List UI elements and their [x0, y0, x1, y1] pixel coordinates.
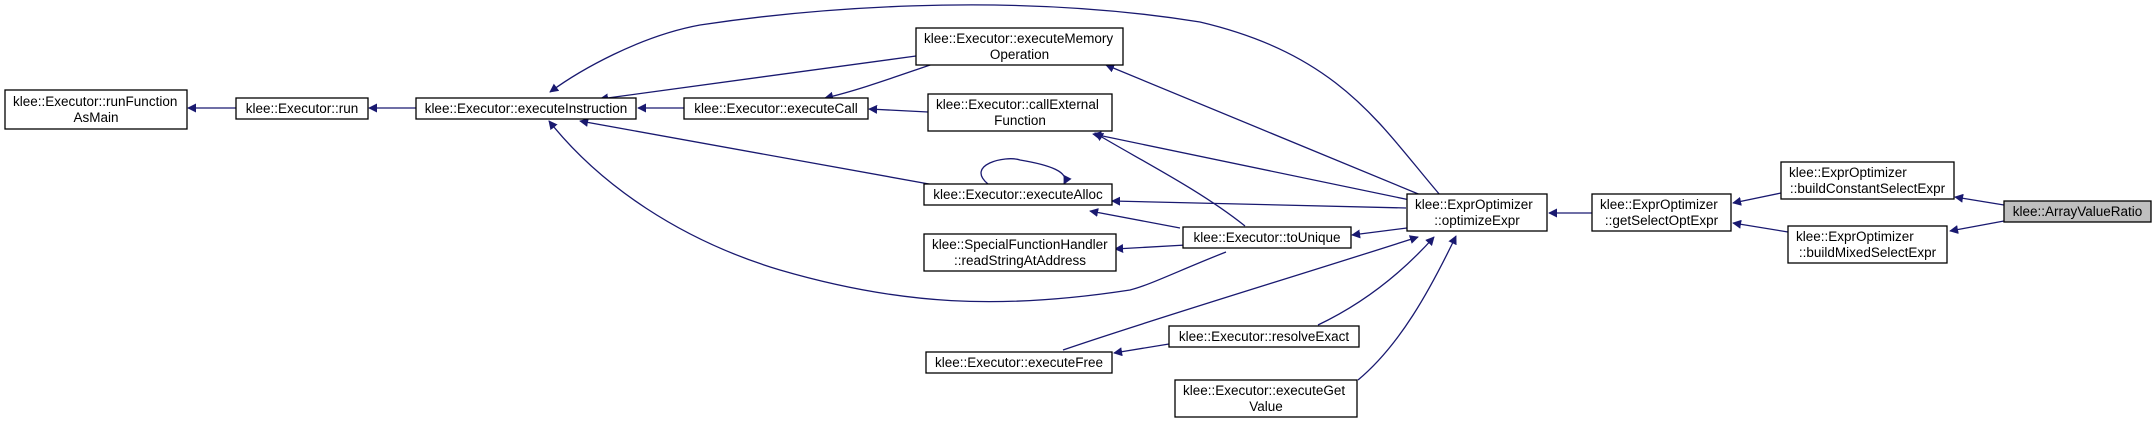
edge-resolveexact-executefree — [1113, 343, 1170, 357]
node-runfunctionasmain-label-line1: klee::Executor::runFunction — [13, 94, 177, 109]
edge-optimizeexpr-executegetvalue — [1357, 235, 1457, 381]
edge-optimizeexpr-executealloc — [1111, 196, 1407, 209]
node-executememoryoperation-label-line1: klee::Executor::executeMemory — [924, 31, 1113, 46]
node-executealloc[interactable]: klee::Executor::executeAlloc — [923, 183, 1113, 206]
node-readstringataddress-label-line1: klee::SpecialFunctionHandler — [932, 237, 1108, 252]
edge-tounique-callexternalfunction — [1094, 132, 1246, 227]
node-tounique-label: klee::Executor::toUnique — [1193, 230, 1340, 245]
edge-executealloc-self — [980, 158, 1072, 185]
edge-executememoryoperation-executeinstruction — [599, 55, 917, 103]
edge-arrayvalueratio-buildmixedselectexpr — [1949, 220, 2005, 234]
node-callexternalfunction-label-line2: Function — [994, 113, 1046, 128]
node-optimizeexpr[interactable]: klee::ExprOptimizer ::optimizeExpr — [1406, 193, 1548, 232]
edge-buildconstant-getselectoptexpr — [1732, 192, 1782, 206]
node-tounique[interactable]: klee::Executor::toUnique — [1182, 226, 1352, 249]
node-optimizeexpr-label-line1: klee::ExprOptimizer — [1415, 197, 1533, 212]
node-executememoryoperation-label-line2: Operation — [990, 47, 1049, 62]
node-executememoryoperation[interactable]: klee::Executor::executeMemory Operation — [915, 27, 1124, 66]
node-buildmixedselectexpr[interactable]: klee::ExprOptimizer ::buildMixedSelectEx… — [1787, 225, 1948, 264]
node-executegetvalue[interactable]: klee::Executor::executeGet Value — [1174, 379, 1358, 418]
edge-optimizeexpr-tounique — [1351, 227, 1408, 239]
node-runfunctionasmain-label-line2: AsMain — [73, 110, 118, 125]
node-executecall[interactable]: klee::Executor::executeCall — [683, 97, 869, 120]
edge-executealloc-executeinstruction — [579, 118, 941, 187]
node-resolveexact[interactable]: klee::Executor::resolveExact — [1168, 325, 1360, 348]
node-executecall-label: klee::Executor::executeCall — [694, 101, 858, 116]
node-buildmixedselectexpr-label-line2: ::buildMixedSelectExpr — [1799, 245, 1937, 260]
edge-optimizeexpr-executefree — [1062, 235, 1419, 351]
node-executefree-label: klee::Executor::executeFree — [935, 355, 1103, 370]
node-buildconstantselectexpr-label-line2: ::buildConstantSelectExpr — [1790, 181, 1946, 196]
node-getselectoptexpr-label-line2: ::getSelectOptExpr — [1605, 213, 1719, 228]
edge-tounique-executealloc — [1089, 208, 1181, 229]
edge-arrayvalueratio-buildconstantselectexpr — [1954, 193, 2005, 206]
node-resolveexact-label: klee::Executor::resolveExact — [1179, 329, 1350, 344]
node-buildconstantselectexpr-label-line1: klee::ExprOptimizer — [1789, 165, 1907, 180]
edge-tounique-executeinstruction — [548, 120, 1227, 303]
node-executeinstruction-label: klee::Executor::executeInstruction — [425, 101, 628, 116]
edge-tounique-readstringataddress — [1114, 244, 1187, 254]
edge-buildmixed-getselectoptexpr — [1732, 219, 1789, 233]
node-getselectoptexpr[interactable]: klee::ExprOptimizer ::getSelectOptExpr — [1591, 193, 1732, 232]
node-callexternalfunction-label-line1: klee::Executor::callExternal — [936, 97, 1099, 112]
node-executealloc-label: klee::Executor::executeAlloc — [933, 187, 1103, 202]
node-getselectoptexpr-label-line1: klee::ExprOptimizer — [1600, 197, 1718, 212]
node-run-label: klee::Executor::run — [246, 101, 359, 116]
node-executegetvalue-label-line2: Value — [1249, 399, 1283, 414]
edge-optimizeexpr-executeinstruction — [549, 4, 1441, 196]
node-readstringataddress-label-line2: ::readStringAtAddress — [954, 253, 1086, 268]
node-arrayvalueratio-label: klee::ArrayValueRatio — [2013, 204, 2143, 219]
node-runfunctionasmain[interactable]: klee::Executor::runFunction AsMain — [4, 89, 188, 130]
node-buildmixedselectexpr-label-line1: klee::ExprOptimizer — [1796, 229, 1914, 244]
node-buildconstantselectexpr[interactable]: klee::ExprOptimizer ::buildConstantSelec… — [1780, 161, 1955, 200]
node-executeinstruction[interactable]: klee::Executor::executeInstruction — [415, 97, 637, 120]
node-optimizeexpr-label-line2: ::optimizeExpr — [1434, 213, 1520, 228]
node-run[interactable]: klee::Executor::run — [235, 97, 369, 120]
node-executegetvalue-label-line1: klee::Executor::executeGet — [1183, 383, 1345, 398]
edge-callexternalfunction-executecall — [868, 104, 929, 114]
node-executefree[interactable]: klee::Executor::executeFree — [925, 351, 1113, 374]
edge-optimizeexpr-executememoryoperation — [1105, 63, 1429, 199]
node-callexternalfunction[interactable]: klee::Executor::callExternal Function — [927, 93, 1113, 132]
edge-optimizeexpr-resolveexact — [1317, 236, 1435, 326]
edge-optimizeexpr-callexternalfunction — [1092, 131, 1411, 201]
node-readstringataddress[interactable]: klee::SpecialFunctionHandler ::readStrin… — [923, 233, 1117, 272]
edges — [187, 4, 2005, 381]
node-arrayvalueratio[interactable]: klee::ArrayValueRatio — [2003, 200, 2152, 223]
